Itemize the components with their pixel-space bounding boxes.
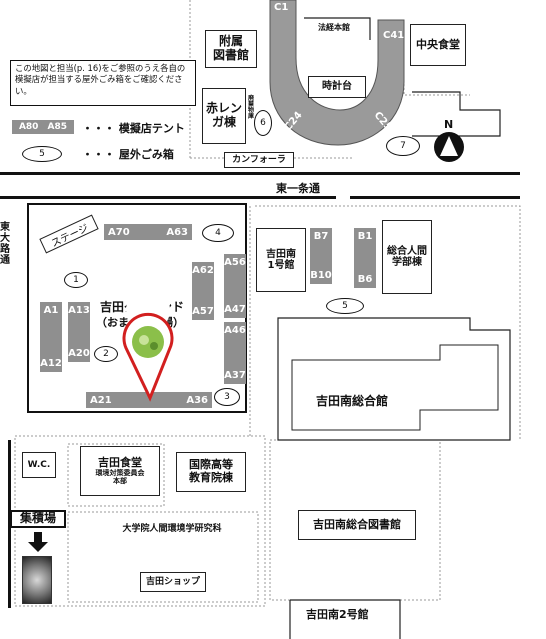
building-yoshida-cafeteria: 吉田食堂 環境対策委員会 本部 [80, 446, 160, 496]
compass-icon [434, 132, 464, 162]
higashi-ichijo-street-bottom [0, 196, 336, 199]
env-committee-label: 環境対策委員会 本部 [95, 469, 145, 486]
trash-bin-5: 5 [326, 298, 364, 314]
collection-point-box [22, 556, 52, 604]
trash-bin-3: 3 [214, 388, 240, 406]
building-waste-storage: 廃 棄 物 庫 [248, 95, 255, 120]
ground-border [27, 203, 247, 413]
gate-c1: C1 [274, 2, 289, 13]
gate-c41: C41 [383, 30, 405, 41]
notice-box: この地図と担当(p. 16)をご参照のうえ各自の模擬店が担当する屋外ごみ箱をご確… [10, 60, 196, 106]
building-grad-human-env: 大学院人間環境学研究科 [98, 518, 246, 540]
trash-bin-2: 2 [94, 346, 118, 362]
building-wc: W.C. [22, 452, 56, 478]
legend-tent-sample: A80 A85 [12, 120, 74, 134]
building-library: 附属 図書館 [205, 30, 257, 68]
building-yoshida-minami-2: 吉田南2号館 [306, 608, 369, 621]
compass-arrow-icon [440, 136, 458, 156]
collection-point-label: 集積場 [10, 510, 66, 528]
legend-bin-sample: 5 [22, 146, 62, 162]
yoshida-cafeteria-label: 吉田食堂 [98, 455, 142, 469]
building-camphor: カンフォーラ [224, 152, 294, 168]
main-corridor-building [269, 0, 405, 146]
legend-bin-label: ・・・ 屋外ごみ箱 [82, 148, 174, 161]
building-economics: 法経本館 [318, 23, 350, 32]
trash-bin-6: 6 [254, 110, 272, 136]
building-yoshida-minami-general: 吉田南総合館 [316, 394, 389, 408]
building-clock-tower: 時計台 [308, 76, 366, 98]
higashi-ichijo-street-top [0, 172, 520, 175]
building-yoshida-minami-library: 吉田南総合図書館 [298, 510, 416, 540]
building-yoshida-shop: 吉田ショップ [140, 572, 206, 592]
building-intl-higher-ed: 国際高等 教育院棟 [176, 452, 246, 492]
yoshida-minami-general-outline [277, 317, 511, 441]
legend-tent-label: ・・・ 模擬店テント [82, 122, 185, 135]
trash-bin-4: 4 [202, 224, 234, 242]
ground-title: 吉田グラウンド [100, 300, 185, 314]
trash-bin-7: 7 [386, 136, 420, 156]
building-integrated-human: 総合人間 学部棟 [382, 220, 432, 294]
building-yoshida-minami-1: 吉田南 1号館 [256, 228, 306, 292]
higashi-oji-street [8, 440, 11, 608]
street-higashi-ichijo: 東一条通 [276, 182, 320, 195]
building-central-cafeteria: 中央食堂 [410, 24, 466, 66]
building-red-brick: 赤レン ガ棟 [202, 88, 246, 144]
trash-bin-1: 1 [64, 272, 88, 288]
street-higashi-oji: 東大路通 [0, 222, 10, 266]
ground-subtitle: （おまつり広場） [96, 316, 184, 329]
compass-label: N [444, 118, 454, 131]
notice-text: この地図と担当(p. 16)をご参照のうえ各自の模擬店が担当する屋外ごみ箱をご確… [15, 63, 186, 96]
